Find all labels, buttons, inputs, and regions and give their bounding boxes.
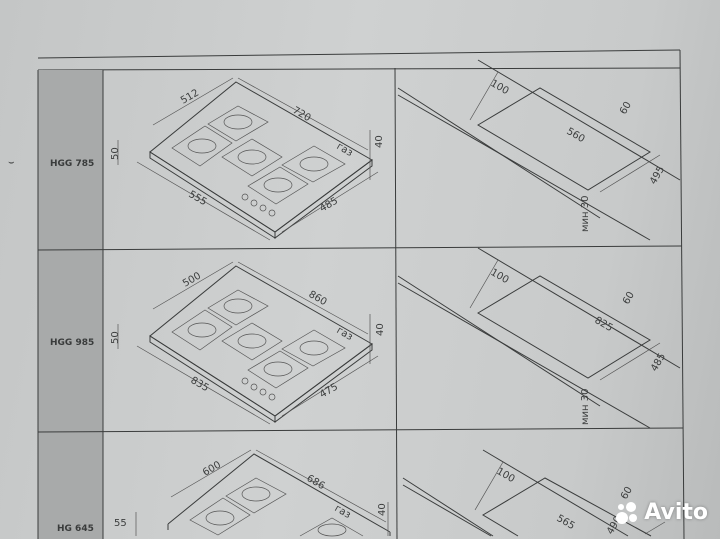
dim-left-height: 50 — [110, 331, 121, 344]
row-hgg-985: HGG 985 500 860 50 газ 40 835 475 100 82… — [50, 247, 681, 429]
dim-cutout-front: 555 — [187, 189, 209, 208]
dim-depth: 600 — [201, 460, 223, 479]
dim-side: 60 — [618, 100, 634, 117]
dim-right-height: 40 — [377, 503, 388, 516]
gas-label: газ — [335, 141, 355, 159]
dim-left-height: 55 — [114, 518, 127, 529]
cutout-drawing — [397, 59, 681, 241]
dim-cutout-side: 475 — [318, 382, 340, 401]
watermark-text: Avito — [644, 500, 708, 525]
dim-back: 100 — [495, 466, 517, 485]
dim-cutout-depth: 485 — [649, 351, 668, 373]
watermark: Avito — [616, 500, 708, 525]
dim-cutout-width: 565 — [555, 513, 577, 532]
model-label: HGG 785 — [50, 159, 94, 169]
margin-mark: ⌣ — [8, 157, 15, 168]
model-label: HGG 985 — [50, 338, 94, 348]
row-hgg-785: HGG 785 512 720 50 газ 40 555 485 100 56… — [50, 59, 681, 241]
dim-cutout-depth: 495 — [648, 164, 667, 186]
cutout-drawing — [397, 247, 681, 429]
dim-cutout-front: 835 — [189, 375, 211, 394]
model-label: HG 645 — [57, 524, 94, 534]
dim-back: 100 — [489, 78, 511, 97]
dim-right-height: 40 — [374, 135, 385, 148]
hob-drawing — [117, 77, 379, 241]
row-hg-645: HG 645 600 686 55 газ 40 — [57, 449, 666, 537]
table-top-edge — [37, 49, 681, 59]
dim-width: 860 — [307, 289, 329, 308]
dim-back: 100 — [489, 267, 511, 286]
dim-min: мин 30 — [580, 389, 591, 425]
dim-right-height: 40 — [375, 323, 386, 336]
table-header-line — [37, 67, 681, 71]
dim-cutout-side: 485 — [318, 196, 340, 215]
gas-label: газ — [335, 325, 355, 343]
hob-drawing — [117, 261, 379, 425]
dim-min: мин 30 — [580, 196, 591, 232]
dim-side: 60 — [621, 290, 637, 307]
gas-label: газ — [333, 503, 353, 521]
dim-cutout-width: 560 — [565, 126, 587, 145]
hob-drawing — [135, 449, 391, 537]
dim-width: 720 — [291, 105, 313, 124]
dim-depth: 500 — [181, 271, 203, 290]
avito-logo-icon — [616, 501, 640, 524]
dim-depth: 512 — [179, 88, 201, 107]
model-column — [38, 70, 103, 539]
cutout-drawing — [402, 449, 666, 537]
dim-left-height: 50 — [110, 147, 121, 160]
